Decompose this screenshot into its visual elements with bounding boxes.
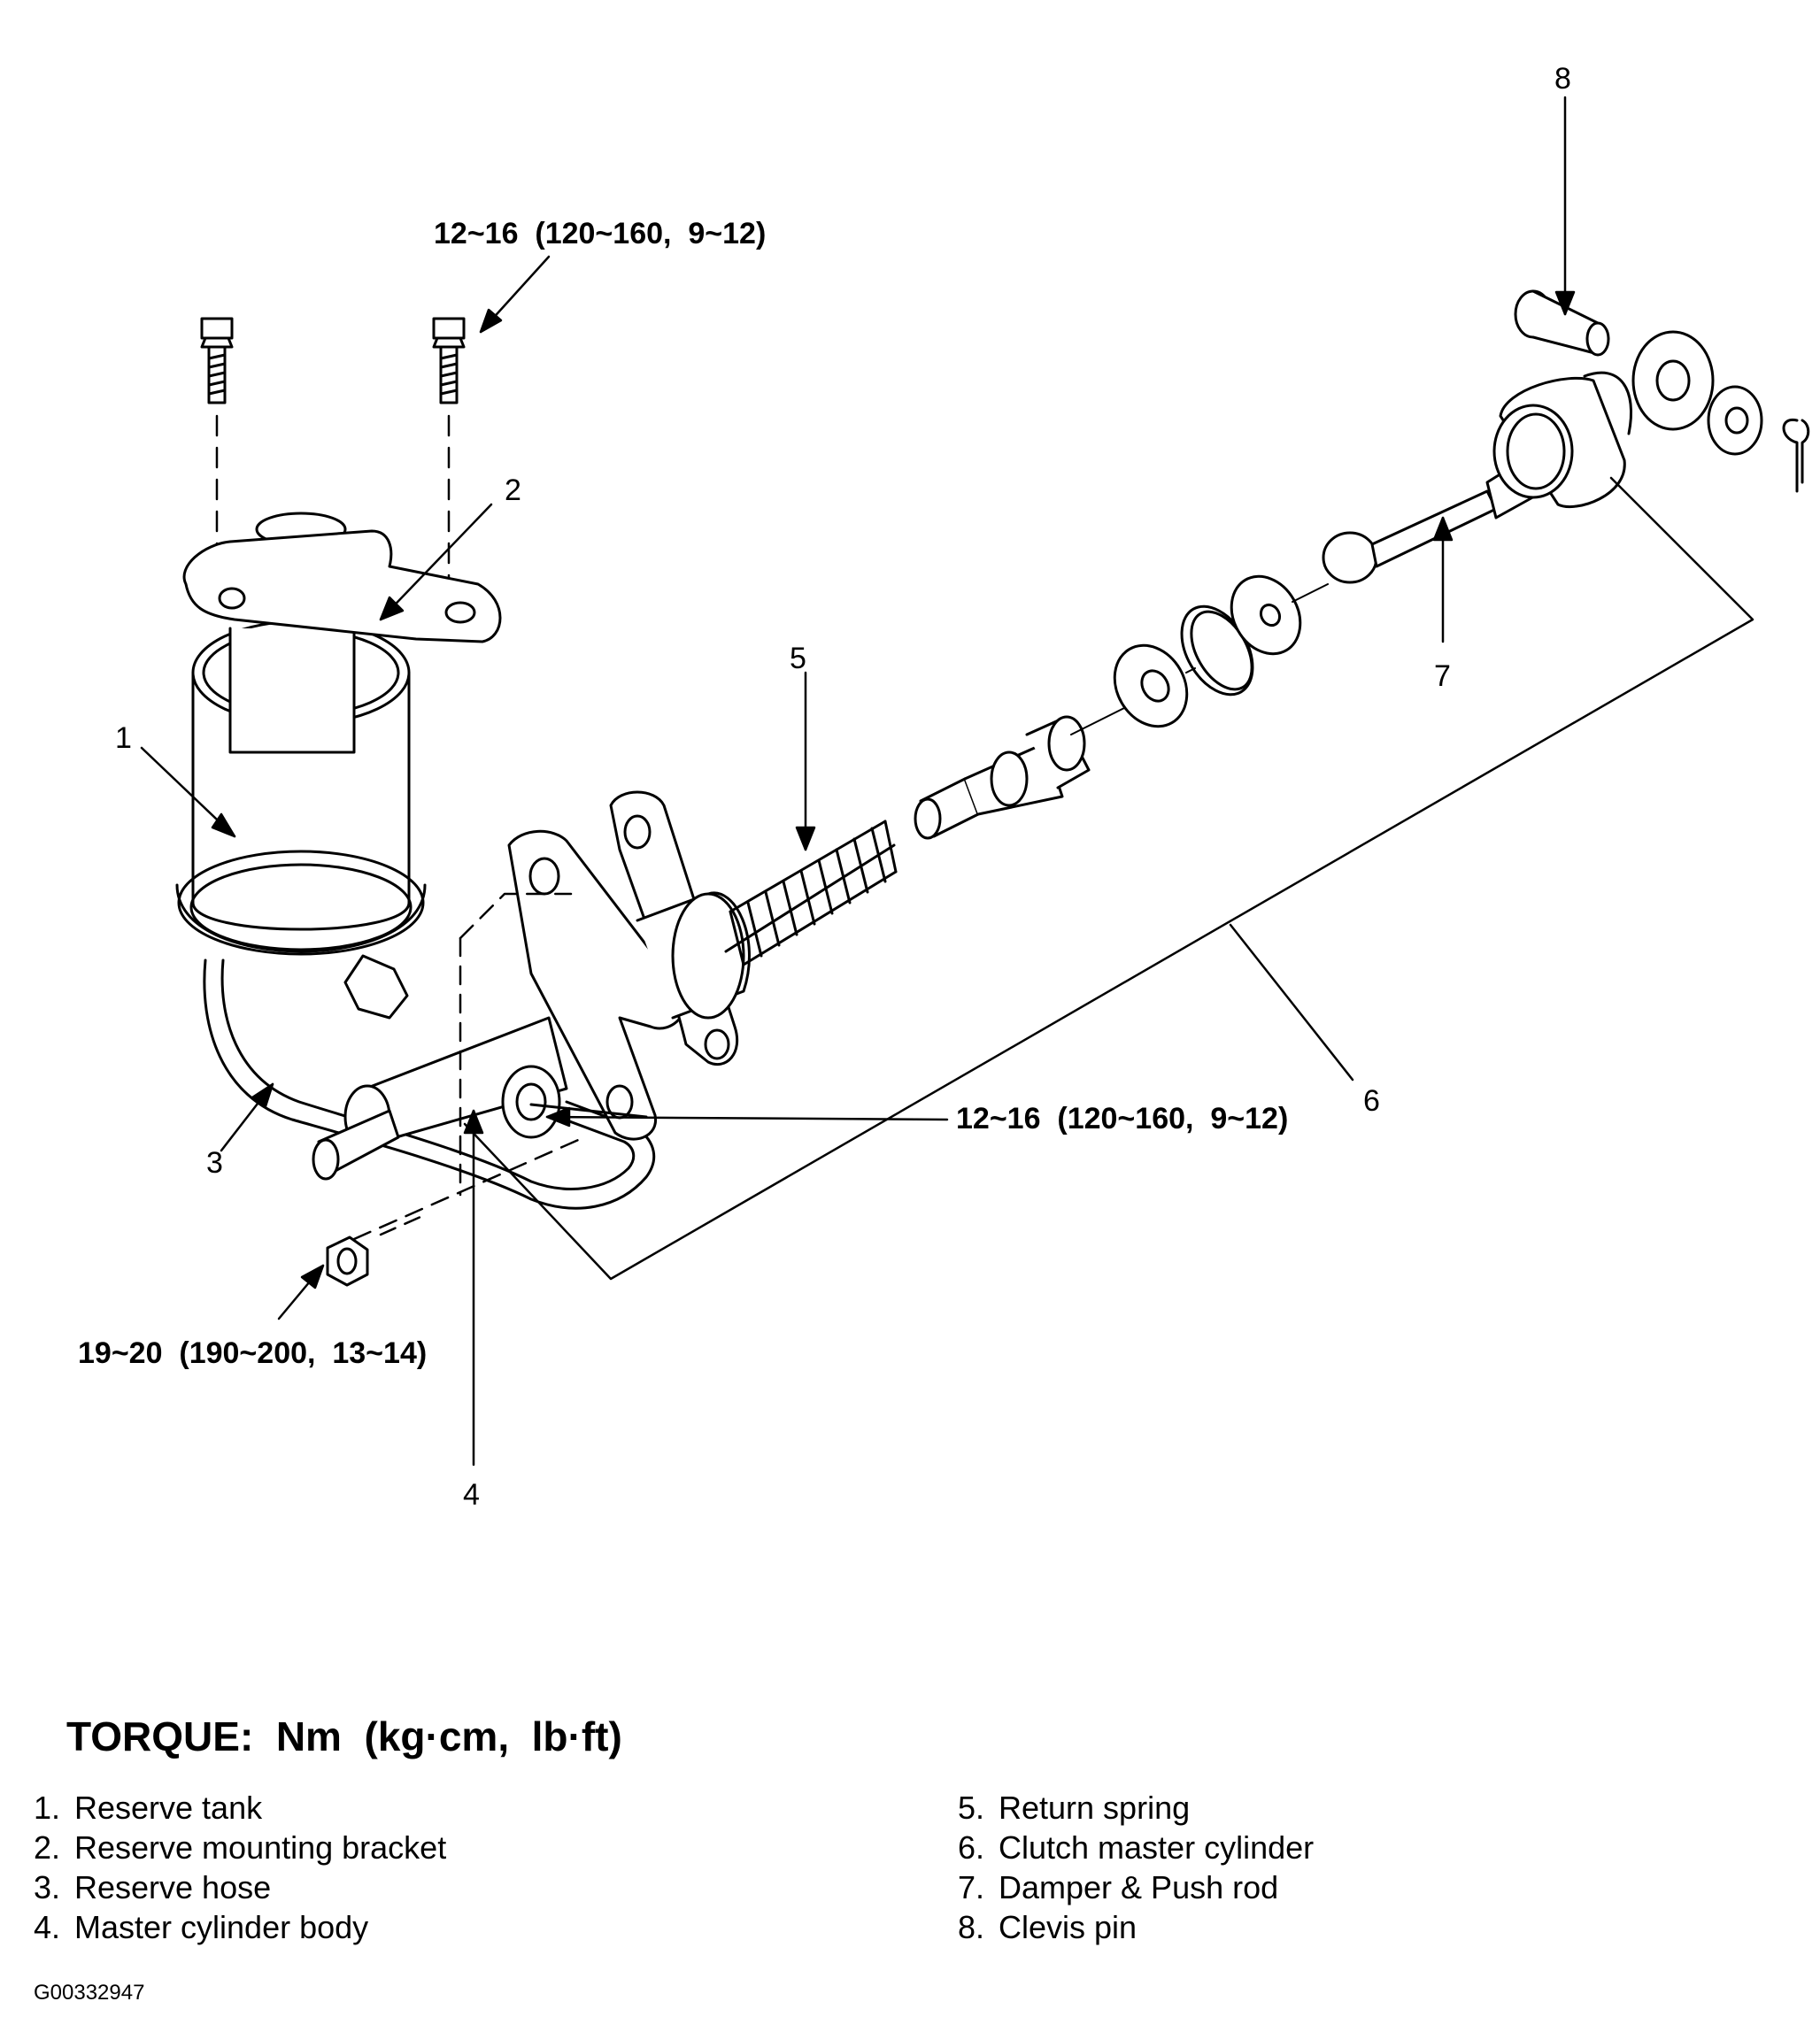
cotter-pin	[1782, 418, 1810, 493]
legend-number: 5.	[958, 1790, 985, 1826]
legend-item: 8. Clevis pin	[958, 1907, 1314, 1947]
legend-item: 2. Reserve mounting bracket	[34, 1828, 446, 1867]
legend-item: 5. Return spring	[958, 1788, 1314, 1828]
legend-label: Damper & Push rod	[999, 1869, 1279, 1905]
callout-8: 8	[1554, 62, 1571, 96]
legend-number: 2.	[34, 1829, 61, 1866]
callout-3: 3	[206, 1146, 223, 1180]
clevis	[1492, 371, 1633, 509]
legend-number: 3.	[34, 1869, 61, 1905]
flat-washer	[1707, 385, 1763, 456]
legend-number: 6.	[958, 1829, 985, 1866]
return-spring	[724, 820, 898, 966]
legend-item: 6. Clutch master cylinder	[958, 1828, 1314, 1867]
legend-number: 1.	[34, 1790, 61, 1826]
legend-title: TORQUE: Nm (kg·cm, lb·ft)	[66, 1713, 622, 1759]
legend-label: Clutch master cylinder	[999, 1829, 1315, 1866]
legend-item: 7. Damper & Push rod	[958, 1867, 1314, 1907]
callout-4: 4	[463, 1478, 480, 1512]
piston	[914, 715, 1091, 840]
callout-7: 7	[1434, 659, 1451, 693]
legend-column-right: 5. Return spring 6. Clutch master cylinder…	[958, 1788, 1314, 1947]
legend-label: Clevis pin	[999, 1909, 1138, 1945]
master-cylinder-body	[312, 790, 751, 1241]
legend-label: Return spring	[999, 1790, 1191, 1826]
reserve-mounting-bracket	[182, 529, 502, 643]
callout-1: 1	[115, 721, 132, 755]
clevis-washer	[1631, 330, 1715, 431]
primary-cup-seal	[1113, 643, 1189, 728]
leader-6	[1229, 923, 1354, 1082]
legend-column-left: 1. Reserve tank 2. Reserve mounting bracke…	[34, 1788, 446, 1947]
legend-number: 8.	[958, 1909, 985, 1945]
callout-5: 5	[790, 642, 806, 675]
torque-spec-bracket-bolt: 12~16 (120~160, 9~12)	[434, 217, 766, 250]
legend-item: 3. Reserve hose	[34, 1867, 446, 1907]
bolt-alignment-lines	[215, 414, 451, 586]
torque-spec-cylinder-nut: 12~16 (120~160, 9~12)	[956, 1102, 1288, 1135]
legend-label: Reserve tank	[74, 1790, 263, 1826]
legend-number: 7.	[958, 1869, 985, 1905]
piston-centerline	[1070, 583, 1329, 735]
legend-label: Master cylinder body	[74, 1909, 369, 1945]
exploded-diagram: 1 2 3 4 5 6 7 8 12~16 (120~160, 9~12) 12…	[78, 62, 1810, 1512]
secondary-seal	[1230, 574, 1302, 656]
callout-2: 2	[505, 473, 521, 507]
callout-6: 6	[1363, 1084, 1380, 1118]
flange-nut	[326, 1215, 422, 1287]
bracket-bolt-left	[200, 317, 234, 404]
legend-label: Reserve mounting bracket	[74, 1829, 447, 1866]
clevis-pin	[1514, 289, 1610, 357]
legend-label: Reserve hose	[74, 1869, 272, 1905]
legend-item: 1. Reserve tank	[34, 1788, 446, 1828]
torque-spec-flange-nut: 19~20 (190~200, 13~14)	[78, 1336, 427, 1370]
leader-lines	[140, 96, 1576, 1466]
assembly-bracket-line	[463, 476, 1754, 1281]
bracket-bolt-right	[432, 317, 466, 404]
reserve-tank	[175, 512, 427, 1020]
legend-number: 4.	[34, 1909, 61, 1945]
legend-item: 4. Master cylinder body	[34, 1907, 446, 1947]
figure-code: G00332947	[34, 1981, 145, 2005]
